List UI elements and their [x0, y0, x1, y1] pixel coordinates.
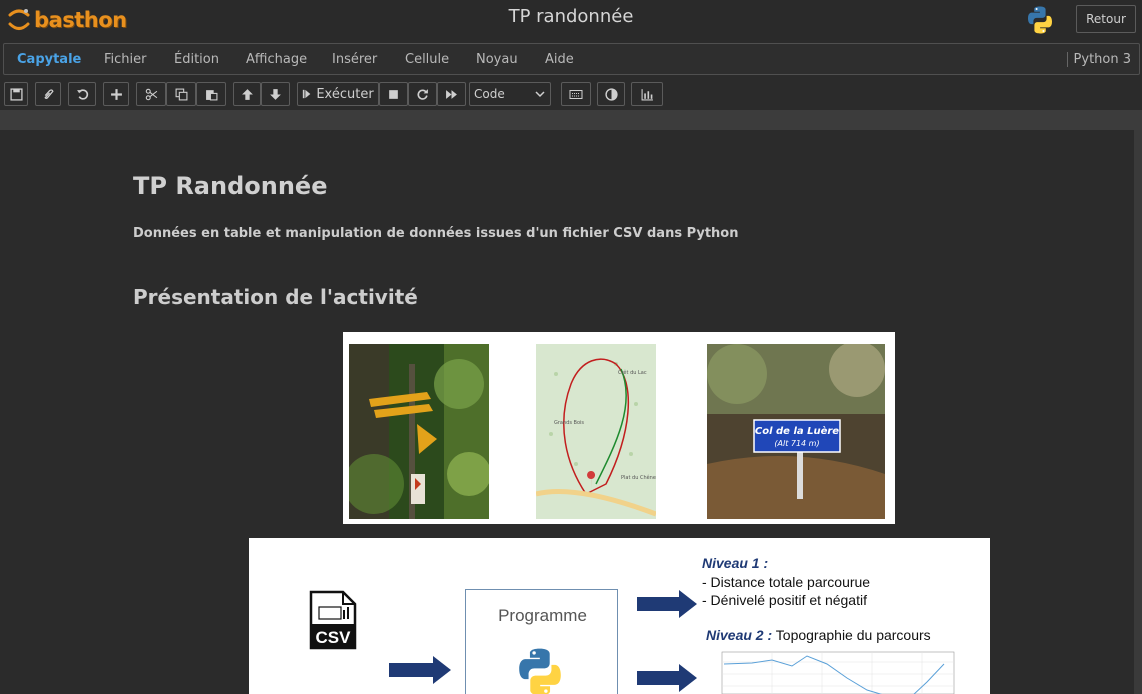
level1-item-distance: - Distance totale parcourue — [702, 574, 871, 590]
col-sign-photo: Col de la Luère (Alt 714 m) — [707, 344, 885, 519]
run-button[interactable]: Exécuter — [297, 82, 379, 106]
arrow-right-icon — [637, 590, 697, 618]
bar-chart-icon — [641, 88, 653, 100]
copy-button[interactable] — [166, 82, 196, 106]
markdown-subtitle: Données en table et manipulation de donn… — [133, 226, 739, 241]
keyboard-icon — [569, 89, 583, 99]
theme-button[interactable] — [597, 82, 625, 106]
contrast-icon — [604, 87, 618, 101]
vertical-scrollbar[interactable] — [1134, 130, 1142, 694]
topography-thumbnail — [721, 651, 955, 694]
undo-button[interactable] — [68, 82, 96, 106]
program-label: Programme — [498, 606, 587, 625]
menu-cellule[interactable]: Cellule — [405, 52, 450, 67]
move-down-button[interactable] — [261, 82, 290, 106]
fast-forward-icon — [446, 89, 457, 99]
notebook-title[interactable]: TP randonnée — [508, 6, 634, 27]
python-icon — [519, 648, 561, 694]
restart-button[interactable] — [408, 82, 437, 106]
undo-icon — [76, 88, 88, 100]
activity-photos: Crêt du Lac Grands Bois Plat du Chêne Co… — [343, 332, 895, 524]
sign-text-1: Col de la Luère — [755, 425, 839, 437]
route-map-image: Crêt du Lac Grands Bois Plat du Chêne — [536, 344, 656, 519]
cell-type-value: Code — [474, 87, 505, 101]
paperclip-icon — [43, 88, 54, 99]
program-box: Programme — [465, 589, 618, 694]
notebook-top-strip — [0, 110, 1142, 130]
activity-diagram: CSV Programme Niveau 1 : - Distance tota… — [249, 538, 990, 694]
markdown-section-heading: Présentation de l'activité — [133, 285, 418, 309]
menu-inserer[interactable]: Insérer — [332, 52, 378, 67]
menu-edition[interactable]: Édition — [174, 52, 219, 67]
menu-fichier[interactable]: Fichier — [104, 52, 147, 67]
cell-type-select[interactable]: Code — [469, 82, 551, 106]
forest-signpost-photo — [349, 344, 489, 519]
copy-icon — [175, 88, 187, 100]
sign-text-2: (Alt 714 m) — [774, 439, 819, 448]
arrow-up-icon — [241, 88, 253, 100]
stop-icon — [389, 89, 398, 99]
map-label-3: Plat du Chêne — [621, 474, 656, 481]
run-label: Exécuter — [316, 86, 374, 102]
level2-text: Topographie du parcours — [772, 627, 931, 643]
back-button[interactable]: Retour — [1076, 5, 1136, 33]
map-label-2: Grands Bois — [554, 420, 584, 426]
charts-button[interactable] — [631, 82, 663, 106]
chevron-down-icon — [535, 91, 545, 98]
map-label-1: Crêt du Lac — [618, 369, 647, 376]
kernel-indicator: Python 3 — [1066, 52, 1131, 67]
csv-label: CSV — [316, 628, 352, 647]
markdown-title: TP Randonnée — [133, 172, 328, 200]
arrow-right-icon — [637, 664, 697, 692]
level1-item-elevation: - Dénivelé positif et négatif — [702, 592, 867, 608]
level2-title: Niveau 2 : — [706, 627, 773, 643]
top-header: basthon TP randonnée Retour — [0, 0, 1142, 40]
menu-capytale[interactable]: Capytale — [17, 52, 82, 67]
level2-line: Niveau 2 : Topographie du parcours — [706, 627, 931, 643]
step-icon — [303, 89, 311, 99]
logo-text: basthon — [34, 8, 127, 32]
insert-cell-button[interactable] — [103, 82, 129, 106]
plus-icon — [110, 88, 122, 100]
save-icon — [9, 87, 23, 101]
basthon-logo[interactable]: basthon — [6, 7, 127, 33]
arrow-right-icon — [389, 656, 451, 684]
csv-file-icon: CSV — [309, 590, 357, 650]
restart-icon — [417, 88, 428, 100]
menu-noyau[interactable]: Noyau — [476, 52, 518, 67]
arrow-down-icon — [270, 88, 281, 100]
menu-aide[interactable]: Aide — [545, 52, 574, 67]
attach-button[interactable] — [35, 82, 61, 106]
logo-icon — [8, 9, 30, 30]
stop-button[interactable] — [379, 82, 408, 106]
python-icon — [1028, 6, 1052, 34]
paste-button[interactable] — [196, 82, 226, 106]
run-all-button[interactable] — [437, 82, 466, 106]
scissors-icon — [145, 88, 157, 100]
shortcuts-button[interactable] — [561, 82, 591, 106]
move-up-button[interactable] — [233, 82, 261, 106]
level1-title: Niveau 1 : — [702, 555, 769, 571]
cut-button[interactable] — [136, 82, 166, 106]
save-button[interactable] — [4, 82, 28, 106]
toolbar: Exécuter Code — [0, 80, 1142, 108]
menu-bar: Capytale Fichier Édition Affichage Insér… — [3, 43, 1140, 75]
paste-icon — [205, 89, 217, 100]
menu-affichage[interactable]: Affichage — [246, 52, 308, 67]
